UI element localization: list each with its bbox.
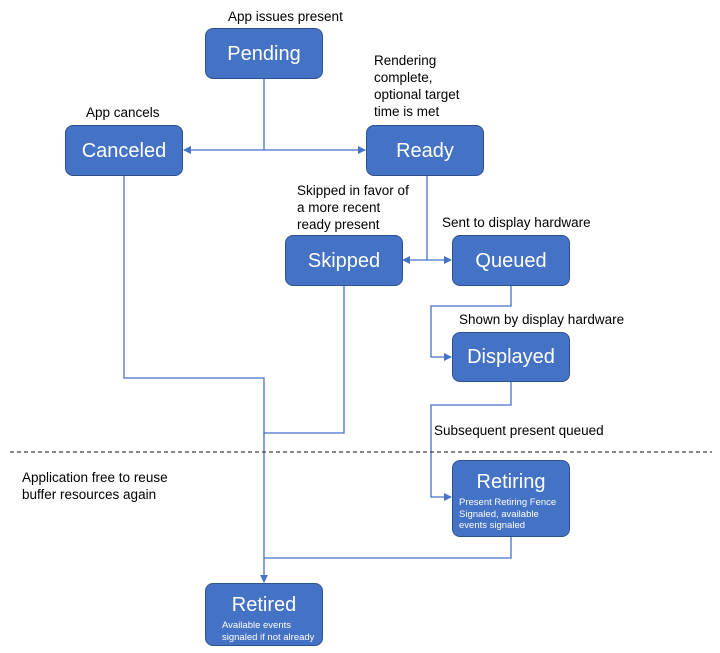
state-skipped: Skipped <box>285 235 403 286</box>
state-canceled: Canceled <box>65 125 183 176</box>
label-rendering-complete: Rendering complete, optional target time… <box>374 52 460 120</box>
label-skipped-line-3: ready present <box>297 217 380 232</box>
state-pending: Pending <box>205 28 323 79</box>
state-retiring-title: Retiring <box>476 471 546 493</box>
label-shown-by-display: Shown by display hardware <box>459 312 625 327</box>
state-ready: Ready <box>366 125 484 176</box>
label-skipped-favor: Skipped in favor of a more recent ready … <box>297 182 409 233</box>
state-displayed-title: Displayed <box>467 346 555 368</box>
connector-skipped-to-retired <box>264 286 345 434</box>
state-retired: Retired Available events signaled if not… <box>205 583 323 646</box>
state-skipped-title: Skipped <box>307 249 381 272</box>
label-rendering-line-3: optional target <box>374 87 460 102</box>
label-skipped-line-2: a more recent <box>297 200 381 215</box>
state-retiring-note-3: events signaled <box>459 520 526 531</box>
state-retired-title: Retired <box>231 594 297 616</box>
state-ready-title: Ready <box>396 139 454 162</box>
state-retired-note-2: signaled if not already <box>222 631 315 643</box>
state-canceled-title: Canceled <box>81 139 167 162</box>
state-displayed: Displayed <box>452 332 570 382</box>
state-retiring-note-2: Signaled, available <box>459 508 539 520</box>
state-queued-title: Queued <box>475 249 547 272</box>
label-app-issues: App issues present <box>228 9 343 24</box>
label-app-cancels: App cancels <box>86 105 160 120</box>
label-application-line-1: Application free to reuse <box>22 470 168 485</box>
label-application-line-2: buffer resources again <box>22 487 157 502</box>
state-retiring-note-1: Present Retiring Fence <box>459 497 557 508</box>
label-rendering-line-1: Rendering <box>374 53 437 68</box>
connector-displayed-to-retiring <box>430 382 512 501</box>
label-skipped-line-1: Skipped in favor of <box>297 183 409 198</box>
state-pending-title: Pending <box>227 42 301 65</box>
state-queued: Queued <box>452 235 570 286</box>
label-rendering-line-4: time is met <box>374 104 440 119</box>
label-subsequent-present: Subsequent present queued <box>434 423 604 438</box>
connector-retiring-to-retired <box>264 537 512 559</box>
label-sent-to-display: Sent to display hardware <box>442 215 591 230</box>
connector-canceled-to-retired <box>123 176 265 435</box>
label-application-free: Application free to reuse buffer resourc… <box>22 469 168 503</box>
label-rendering-line-2: complete, <box>374 70 433 85</box>
state-retiring: Retiring Present Retiring Fence Signaled… <box>452 460 570 537</box>
connector-queued-to-displayed <box>430 286 512 361</box>
state-retired-note-1: Available events <box>222 620 292 631</box>
